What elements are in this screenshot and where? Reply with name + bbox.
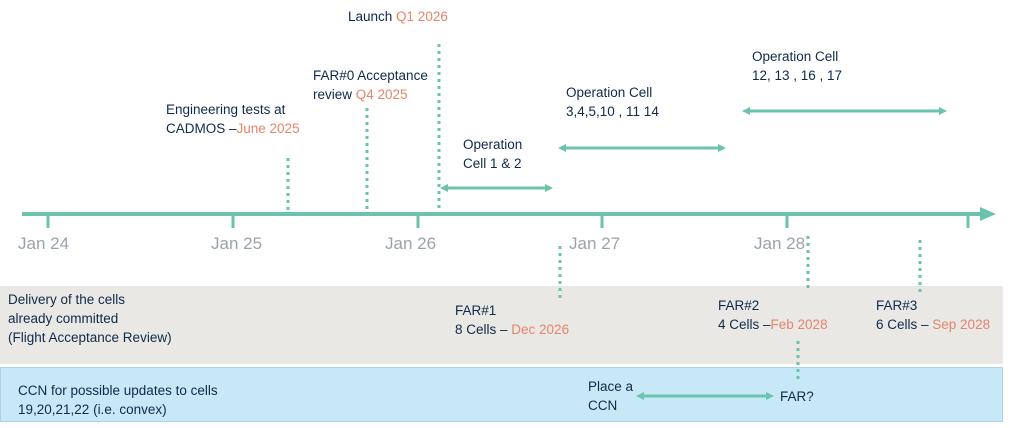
far1-label: FAR#1 8 Cells – Dec 2026 <box>455 303 570 337</box>
milestone-eng-tests: Engineering tests at CADMOS –June 2025 <box>166 102 300 136</box>
delivery-band <box>0 286 1003 364</box>
operation-3-label: Operation Cell 12, 13 , 16 , 17 <box>752 49 843 83</box>
ccn-band-label: CCN for possible updates to cells 19,20,… <box>18 383 218 417</box>
ccn-band <box>0 367 1003 422</box>
axis-label-jan25: Jan 25 <box>211 234 263 253</box>
operation-1-label: Operation Cell 1 & 2 <box>463 137 523 171</box>
axis-label-jan26: Jan 26 <box>385 234 437 253</box>
axis-label-jan24: Jan 24 <box>18 234 70 253</box>
milestone-launch: Launch Q1 2026 <box>348 9 448 24</box>
place-ccn-label: Place a CCN <box>588 379 634 413</box>
operation-2-label: Operation Cell 3,4,5,10 , 11 14 <box>566 85 659 119</box>
axis-label-jan27: Jan 27 <box>569 234 621 253</box>
milestone-far0: FAR#0 Acceptance review Q4 2025 <box>313 68 428 102</box>
far3-label: FAR#3 6 Cells – Sep 2028 <box>876 298 991 332</box>
axis-label-jan28: Jan 28 <box>754 234 806 253</box>
far2-label: FAR#2 4 Cells –Feb 2028 <box>718 298 828 332</box>
far-question-label: FAR? <box>780 389 814 404</box>
axis-ticks <box>46 214 970 228</box>
delivery-band-label: Delivery of the cells already committed … <box>8 292 172 345</box>
